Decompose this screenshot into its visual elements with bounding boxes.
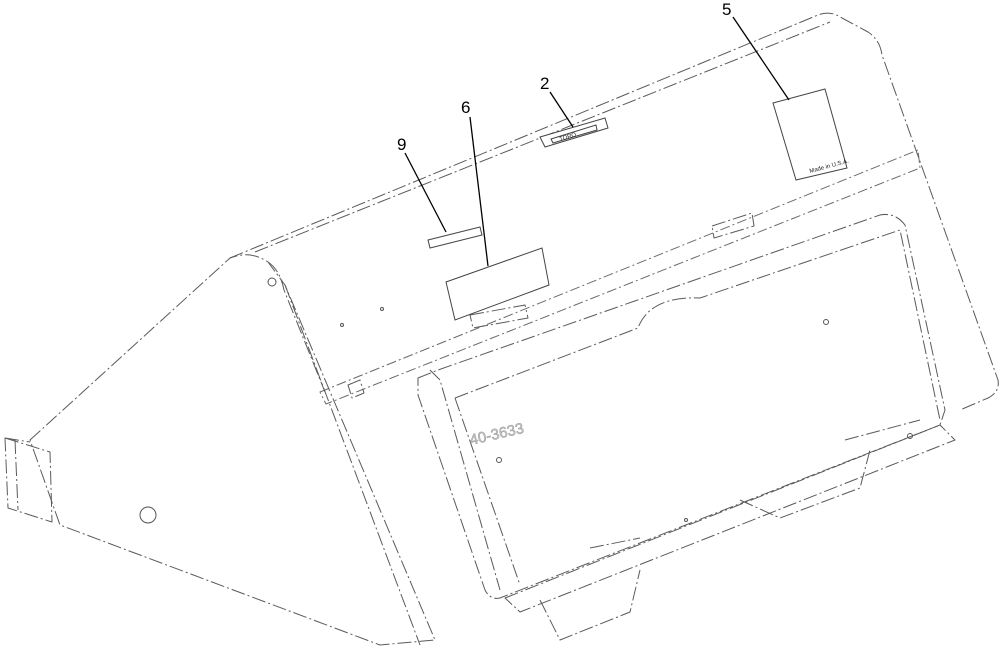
bucket-front-panel-edge [454,229,941,421]
callout-9: 9 [397,135,406,154]
decal-2 [539,117,609,148]
leader-2 [549,91,574,128]
hole-front-1 [496,457,502,463]
bucket-side-wall [29,254,436,646]
leader-6 [469,116,489,267]
mount-hole-upper [267,277,277,287]
hole-front-4 [684,518,688,522]
cutting-edge [504,424,956,613]
hinge-tab-right [711,212,755,239]
decal-5 [772,88,848,181]
part-number-stamp: 40-3633 [468,420,525,449]
bucket-hinge-line [319,149,921,405]
callout-5: 5 [722,0,731,19]
decal-9 [427,226,483,249]
hole-front-2 [823,319,829,325]
left-mount-bracket [4,437,53,523]
bucket-side-wall-inner [284,284,421,646]
skid-plate-right [739,419,921,519]
hinge-tab-mid [347,379,365,399]
hinge-tab-left [469,304,529,329]
callout-2: 2 [540,74,549,93]
hole-panel-2 [380,307,384,311]
decal-2-oval [550,124,598,144]
leader-9 [404,152,447,233]
leader-5 [732,16,790,101]
decal-6 [445,247,550,321]
hole-front-3 [907,433,913,439]
bucket-front-contour [429,369,521,591]
hole-panel-1 [340,323,344,327]
skid-plate-left [539,537,641,641]
decal-2-text: TORO [559,132,578,143]
callout-6: 6 [461,98,470,117]
bucket-front-panel [417,214,946,599]
mount-hole-lower [139,506,157,524]
bucket-top-panel [229,12,999,411]
